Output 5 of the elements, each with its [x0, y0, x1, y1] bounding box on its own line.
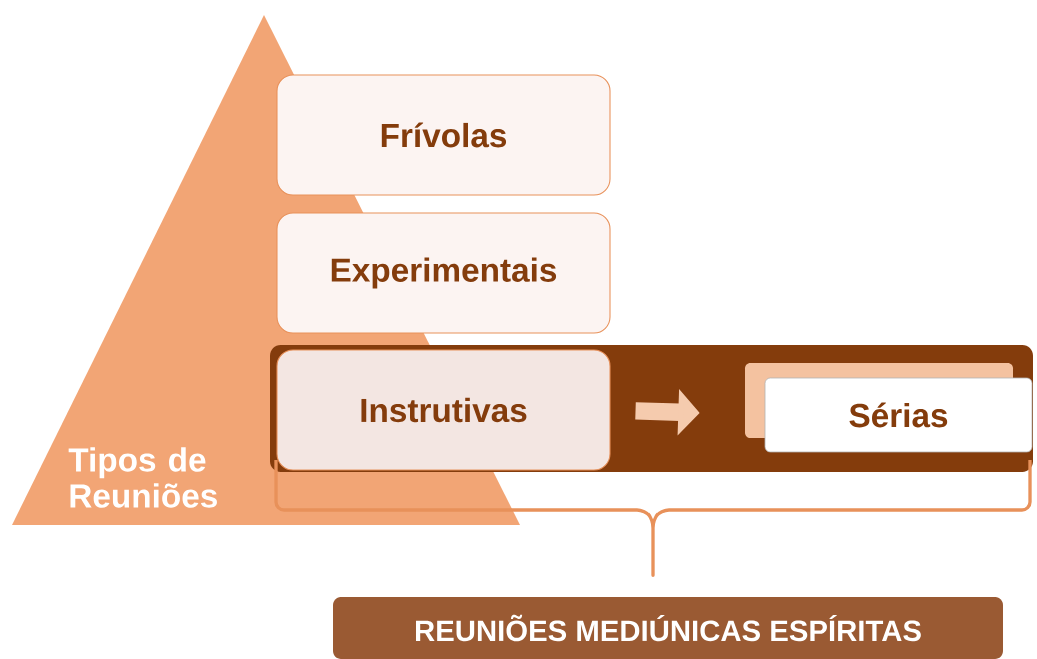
rounded-box: Frívolas [276, 74, 611, 196]
rounded-box: Instrutivas [276, 349, 611, 471]
title-banner: REUNIÕES MEDIÚNICAS ESPÍRITAS [333, 597, 1003, 659]
stacked-card: Sérias [745, 363, 1033, 453]
rounded-box: Experimentais [276, 212, 611, 334]
